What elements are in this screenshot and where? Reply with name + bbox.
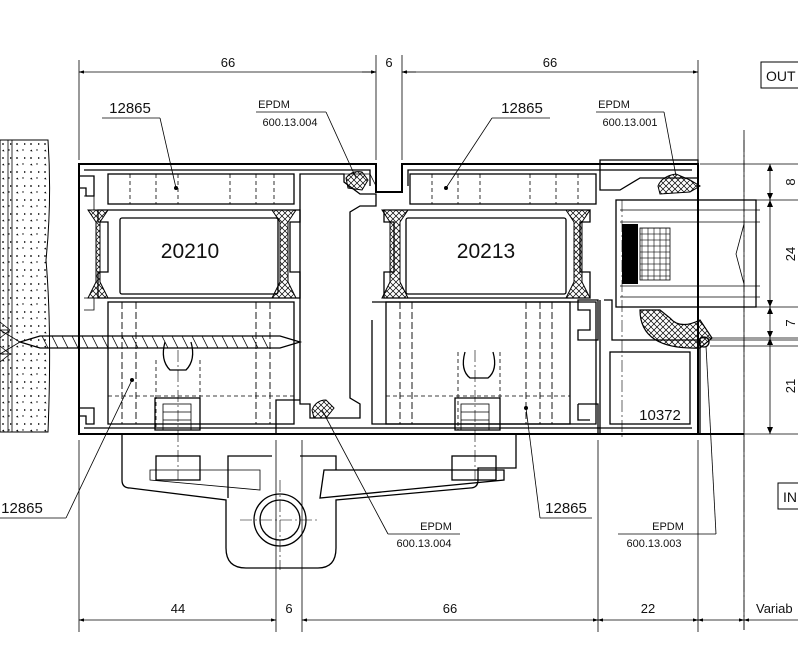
right-profile-20213 xyxy=(371,173,597,480)
dim-bottom-44: 44 xyxy=(171,601,185,616)
dim-bottom-22: 22 xyxy=(641,601,655,616)
dim-right-21: 21 xyxy=(783,379,798,393)
hinge-hardware xyxy=(121,434,517,570)
insert-label-top-left: 12865 xyxy=(109,100,151,117)
gasket-top-right-material: EPDM xyxy=(598,99,630,111)
gasket-top-right-code: 600.13.001 xyxy=(602,117,657,129)
gasket-top-left-code: 600.13.004 xyxy=(262,117,317,129)
inside-label: IN xyxy=(783,489,797,505)
gasket-shapes xyxy=(311,171,701,419)
dim-bottom-66: 66 xyxy=(443,601,457,616)
dim-bottom-6: 6 xyxy=(285,601,292,616)
sash-glazing xyxy=(577,159,798,435)
gasket-bottom-right-material: EPDM xyxy=(652,521,684,533)
outside-label: OUT xyxy=(766,68,796,84)
dim-top-gap: 6 xyxy=(385,55,392,70)
dim-right-24: 24 xyxy=(783,247,798,261)
gasket-bottom-center-material: EPDM xyxy=(420,521,452,533)
center-lines xyxy=(621,140,745,630)
insert-label-bottom-right: 12865 xyxy=(545,500,587,517)
dim-bottom-variable: Variab xyxy=(756,601,793,616)
leader-lines xyxy=(0,111,717,535)
dim-top-right: 66 xyxy=(543,55,557,70)
concrete-wall xyxy=(0,139,51,433)
gasket-bottom-right-code: 600.13.003 xyxy=(626,538,681,550)
outside-marker: OUT xyxy=(760,61,798,89)
insert-label-bottom-left: 12865 xyxy=(1,500,43,517)
dim-right-7: 7 xyxy=(783,319,798,326)
dim-right-8: 8 xyxy=(783,178,798,185)
gasket-bottom-center-code: 600.13.004 xyxy=(396,538,451,550)
sash-label: 10372 xyxy=(639,407,681,424)
insert-label-top-right: 12865 xyxy=(501,100,543,117)
inside-marker: IN xyxy=(777,482,798,510)
gasket-top-left-material: EPDM xyxy=(258,99,290,111)
dim-top-left: 66 xyxy=(221,55,235,70)
profile-label-right: 20213 xyxy=(457,240,515,263)
profile-label-left: 20210 xyxy=(161,240,219,263)
